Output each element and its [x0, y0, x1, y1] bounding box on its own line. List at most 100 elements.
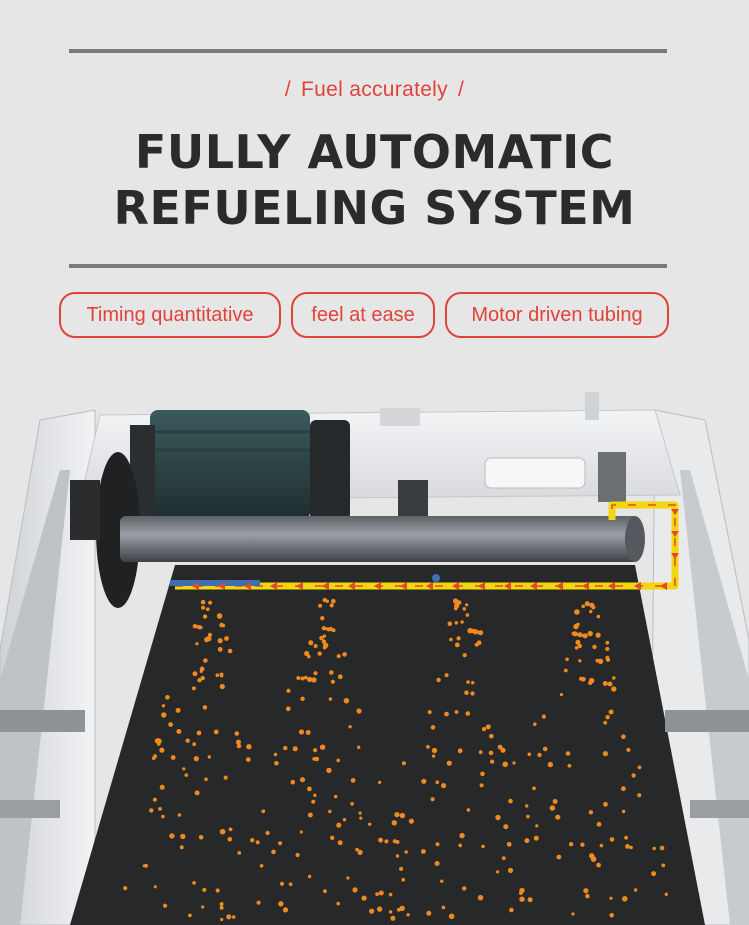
oil-droplet — [191, 686, 196, 691]
oil-droplet — [311, 799, 316, 804]
oil-droplet — [602, 681, 608, 686]
oil-droplet — [456, 636, 461, 641]
oil-droplet — [123, 886, 128, 891]
oil-droplet — [622, 896, 628, 902]
oil-droplet — [231, 915, 236, 919]
oil-droplet — [435, 842, 440, 847]
oil-droplet — [326, 767, 332, 774]
flow-arrow — [530, 582, 537, 590]
oil-droplet — [559, 693, 564, 697]
oil-droplet — [574, 609, 580, 615]
oil-droplet — [337, 674, 343, 680]
oil-droplet — [307, 654, 311, 659]
oil-droplet — [549, 805, 556, 811]
oil-droplet — [599, 843, 604, 848]
oil-droplet — [625, 844, 630, 849]
oil-droplet — [444, 673, 449, 678]
oil-droplet — [507, 867, 514, 873]
oil-droplet — [192, 671, 198, 677]
oil-droplet — [547, 761, 553, 768]
oil-droplet — [609, 913, 614, 918]
oil-droplet — [185, 738, 190, 743]
flow-arrow — [556, 582, 563, 590]
oil-droplet — [305, 730, 311, 735]
oil-droplet — [612, 676, 616, 680]
oil-droplet — [532, 786, 536, 791]
oil-droplet — [578, 659, 582, 663]
oil-droplet — [585, 893, 590, 899]
oil-droplet — [435, 780, 440, 784]
oil-droplet — [184, 773, 189, 777]
oil-droplet — [426, 910, 432, 916]
oil-droplet — [314, 756, 320, 762]
oil-droplet — [503, 824, 509, 830]
oil-droplet — [421, 849, 426, 854]
oil-droplet — [193, 756, 199, 762]
oil-droplet — [265, 830, 270, 836]
oil-droplet — [481, 844, 485, 849]
oil-droplet — [583, 888, 589, 894]
oil-droplet — [188, 913, 192, 918]
oil-droplet — [577, 643, 582, 649]
oil-droplet — [441, 905, 446, 910]
oil-droplet — [595, 658, 600, 663]
oil-droplet — [307, 874, 312, 879]
oil-droplet — [565, 657, 569, 662]
oil-droplet — [533, 722, 537, 726]
flow-arrow — [374, 582, 381, 590]
oil-droplet — [582, 633, 588, 639]
oil-droplet — [237, 851, 242, 855]
oil-droplet — [605, 657, 611, 662]
oil-droplet — [579, 676, 583, 681]
flow-arrow — [608, 582, 615, 590]
oil-droplet — [336, 822, 342, 828]
oil-droplet — [571, 912, 575, 916]
oil-droplet — [552, 799, 558, 804]
oil-droplet — [651, 871, 657, 877]
oil-droplet — [458, 843, 463, 848]
oil-droplet — [406, 913, 410, 917]
oil-droplet — [474, 642, 479, 647]
oil-droplet — [388, 892, 393, 897]
oil-droplet — [228, 827, 233, 832]
oil-droplet — [153, 754, 158, 759]
oil-droplet — [330, 835, 335, 840]
oil-droplet — [278, 841, 283, 846]
oil-droplet — [485, 724, 491, 730]
oil-droplet — [329, 670, 334, 675]
oil-droplet — [175, 707, 181, 713]
oil-droplet — [399, 866, 404, 871]
oil-droplet — [454, 710, 459, 714]
oil-droplet — [311, 677, 317, 683]
oil-droplet — [300, 696, 305, 701]
flow-arrow — [671, 553, 679, 559]
flow-arrow — [426, 582, 433, 590]
oil-droplet — [336, 654, 341, 659]
oil-droplet — [199, 625, 203, 630]
oil-droplet — [350, 778, 356, 783]
oil-droplet — [295, 852, 300, 858]
oil-droplet — [573, 623, 579, 630]
oil-droplet — [192, 742, 197, 747]
flow-arrow — [671, 509, 679, 515]
oil-droplet — [444, 711, 449, 717]
oil-droplet — [462, 653, 467, 658]
oil-droplet — [470, 691, 475, 696]
oil-droplet — [608, 709, 614, 715]
oil-droplet — [224, 636, 229, 641]
oil-droplet — [323, 889, 327, 894]
oil-droplet — [220, 917, 224, 922]
oil-droplet — [533, 835, 539, 841]
oil-droplet — [215, 888, 220, 893]
oil-droplet — [399, 905, 405, 911]
oil-droplet — [378, 780, 382, 784]
oil-droplet — [563, 668, 568, 673]
oil-droplet — [465, 711, 471, 716]
oil-droplet — [336, 901, 341, 906]
oil-droplet — [328, 809, 332, 814]
oil-droplet — [161, 712, 167, 718]
kicker-slash-left: / — [284, 78, 292, 101]
oil-droplet — [603, 720, 608, 725]
oil-droplet — [205, 607, 210, 612]
oil-droplet — [390, 915, 396, 921]
